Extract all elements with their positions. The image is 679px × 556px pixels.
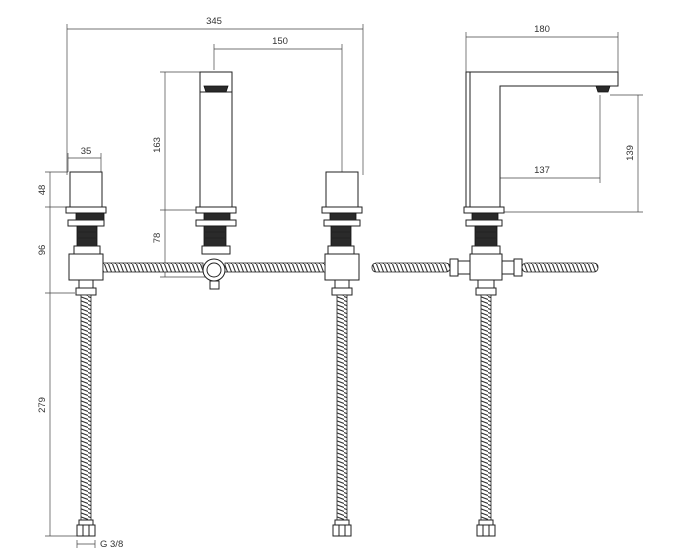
label-hose-length: 279 [37, 397, 48, 413]
dimension-total-width: 345 [66, 16, 364, 175]
connection-thread-label: G 3/8 [76, 539, 123, 550]
dimension-side-width: 180 [465, 24, 619, 72]
side-connector-nut [476, 519, 496, 537]
left-handle [65, 171, 107, 296]
dimension-handle-height: 48 [37, 171, 68, 208]
front-view: 345 150 35 48 96 [37, 16, 364, 550]
hose-left-supply [80, 294, 92, 521]
hose-spout-to-right [224, 262, 326, 273]
side-hose-right [501, 258, 599, 277]
label-side-height: 139 [625, 145, 636, 161]
dimension-spout-offset: 150 [213, 36, 343, 172]
label-handle-width: 35 [81, 146, 92, 157]
left-connector-nut [76, 519, 96, 537]
center-spout [195, 71, 237, 290]
label-spout-base: 78 [152, 233, 163, 244]
label-side-projection: 137 [534, 165, 550, 176]
side-spout [463, 71, 619, 296]
label-handle-height: 48 [37, 185, 48, 196]
dimension-spout-height: 163 [152, 71, 200, 211]
label-spout-offset: 150 [272, 36, 288, 47]
right-handle [321, 171, 363, 296]
dimension-side-projection: 137 [483, 95, 601, 210]
dimension-handle-width: 35 [67, 146, 102, 172]
label-total-width: 345 [206, 16, 222, 27]
side-hose-supply [480, 294, 492, 521]
hose-right-supply [336, 294, 348, 521]
label-connection: G 3/8 [100, 539, 123, 550]
label-spout-height: 163 [152, 137, 163, 153]
dimension-side-height: 139 [504, 94, 643, 213]
label-side-width: 180 [534, 24, 550, 35]
side-view: 180 139 137 [371, 24, 643, 537]
label-under-deck: 96 [37, 245, 48, 256]
dimension-hose-length: 279 [37, 293, 80, 537]
right-connector-nut [332, 519, 352, 537]
side-hose-left [371, 258, 471, 277]
hose-left-to-spout [102, 262, 204, 273]
